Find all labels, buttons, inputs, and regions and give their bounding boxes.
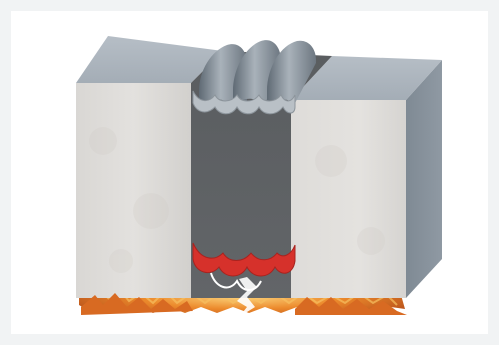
left-block-front [76,83,191,298]
right-block-side [406,60,442,298]
expansion-joint-illustration [11,11,488,334]
right-block-front [291,100,406,298]
illustration-panel [11,11,488,334]
